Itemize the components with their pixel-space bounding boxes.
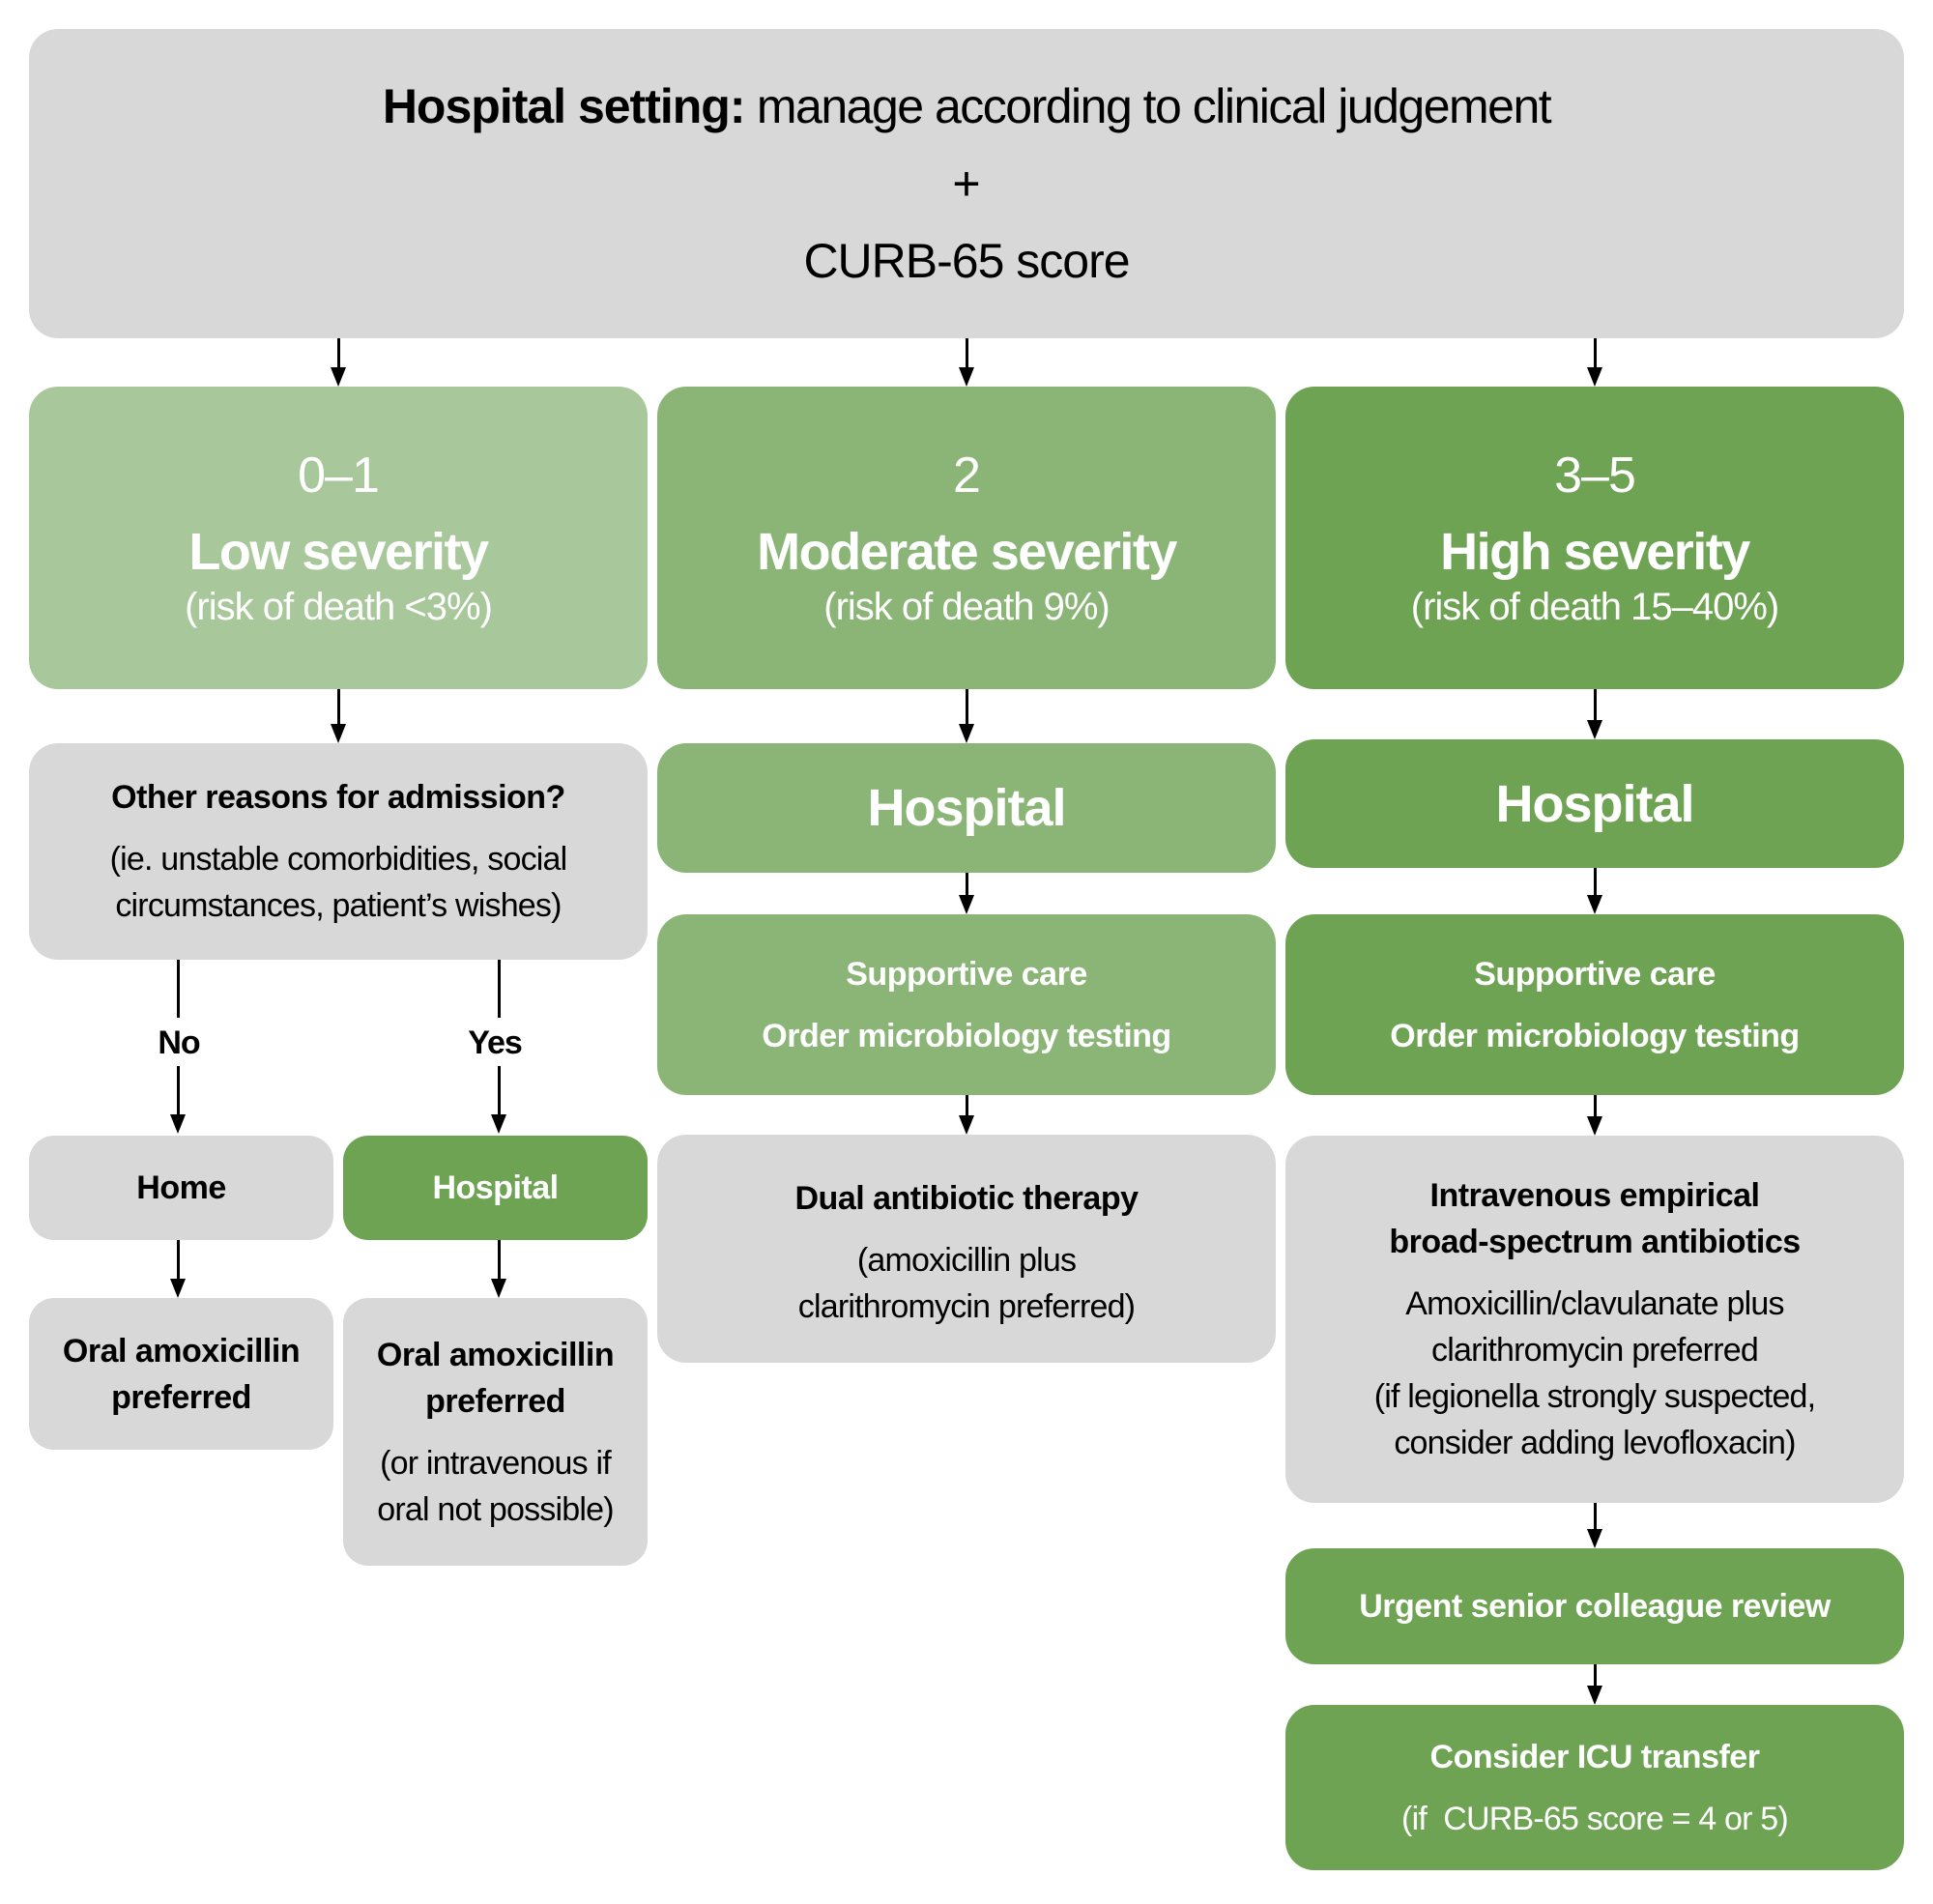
treatment-note: oral not possible) bbox=[377, 1490, 614, 1528]
risk-of-death: (risk of death 15–40%) bbox=[1410, 586, 1779, 628]
arrow-down-icon bbox=[959, 895, 974, 914]
severity-label: Moderate severity bbox=[757, 523, 1177, 581]
home-box: Home bbox=[29, 1136, 333, 1240]
therapy-title: Intravenous empirical bbox=[1429, 1177, 1760, 1214]
high-severity-box: 3–5 High severity (risk of death 15–40%) bbox=[1285, 387, 1904, 689]
arrow-down-icon bbox=[1587, 720, 1602, 739]
therapy-detail: Amoxicillin/clavulanate plus bbox=[1405, 1285, 1784, 1322]
arrow-line bbox=[498, 1240, 501, 1281]
branch-label-yes: Yes bbox=[468, 1024, 523, 1061]
moderate-severity-box: 2 Moderate severity (risk of death 9%) bbox=[657, 387, 1276, 689]
branch-label-no: No bbox=[158, 1024, 200, 1061]
admission-question-box: Other reasons for admission? (ie. unstab… bbox=[29, 743, 648, 960]
risk-of-death: (risk of death <3%) bbox=[185, 586, 493, 628]
assessment-header-box: Hospital setting: manage according to cl… bbox=[29, 29, 1904, 338]
arrow-down-icon bbox=[959, 367, 974, 387]
risk-of-death: (risk of death 9%) bbox=[823, 586, 1110, 628]
treatment-title: Oral amoxicillin bbox=[376, 1336, 615, 1373]
arrow-line-yes bbox=[498, 960, 501, 1018]
icu-transfer-detail: (if CURB-65 score = 4 or 5) bbox=[1401, 1800, 1789, 1837]
arrow-down-icon bbox=[491, 1279, 506, 1298]
low-severity-box: 0–1 Low severity (risk of death <3%) bbox=[29, 387, 648, 689]
arrow-down-icon bbox=[1587, 367, 1602, 387]
header-title-bold: Hospital setting: bbox=[382, 79, 746, 133]
arrow-line bbox=[1594, 868, 1597, 897]
senior-review-label: Urgent senior colleague review bbox=[1359, 1588, 1831, 1625]
hospital-label: Hospital bbox=[867, 779, 1066, 837]
senior-review-box: Urgent senior colleague review bbox=[1285, 1548, 1904, 1664]
arrow-line bbox=[966, 689, 968, 726]
arrow-down-icon bbox=[170, 1114, 186, 1134]
arrow-line bbox=[1594, 338, 1597, 369]
header-title-rest: manage according to clinical judgement bbox=[744, 79, 1552, 133]
home-treatment-box: Oral amoxicillin preferred bbox=[29, 1298, 333, 1450]
arrow-down-icon bbox=[170, 1279, 186, 1298]
arrow-line bbox=[1594, 1503, 1597, 1531]
header-title: Hospital setting: manage according to cl… bbox=[382, 78, 1552, 134]
curb65-label: CURB-65 score bbox=[803, 234, 1130, 288]
arrow-line bbox=[966, 1095, 968, 1117]
treatment-title: preferred bbox=[111, 1378, 251, 1416]
arrow-line-no bbox=[177, 1066, 180, 1116]
arrow-line bbox=[337, 338, 340, 369]
arrow-down-icon bbox=[1587, 895, 1602, 914]
hospital-label: Hospital bbox=[432, 1169, 559, 1206]
arrow-line bbox=[1594, 1095, 1597, 1118]
arrow-line bbox=[1594, 1664, 1597, 1688]
arrow-line-yes bbox=[498, 1066, 501, 1116]
arrow-down-icon bbox=[959, 724, 974, 743]
icu-transfer-title: Consider ICU transfer bbox=[1429, 1738, 1760, 1775]
arrow-down-icon bbox=[331, 367, 346, 387]
home-label: Home bbox=[136, 1169, 226, 1206]
therapy-detail: (if legionella strongly suspected, bbox=[1373, 1378, 1816, 1415]
score-range: 0–1 bbox=[298, 447, 380, 504]
supportive-care: Supportive care bbox=[1474, 955, 1716, 993]
dual-antibiotic-box: Dual antibiotic therapy (amoxicillin plu… bbox=[657, 1135, 1276, 1363]
moderate-supportive-care-box: Supportive care Order microbiology testi… bbox=[657, 914, 1276, 1095]
therapy-detail: consider adding levofloxacin) bbox=[1394, 1425, 1796, 1461]
admission-question-detail: circumstances, patient’s wishes) bbox=[115, 887, 562, 924]
arrow-down-icon bbox=[331, 724, 346, 743]
therapy-title: broad-spectrum antibiotics bbox=[1389, 1224, 1801, 1260]
arrow-line bbox=[966, 873, 968, 897]
treatment-title: Oral amoxicillin bbox=[62, 1332, 301, 1370]
arrow-down-icon bbox=[491, 1114, 506, 1134]
severity-label: High severity bbox=[1440, 523, 1750, 581]
arrow-line bbox=[1594, 689, 1597, 722]
arrow-down-icon bbox=[959, 1115, 974, 1135]
icu-transfer-box: Consider ICU transfer (if CURB-65 score … bbox=[1285, 1705, 1904, 1870]
iv-antibiotics-box: Intravenous empirical broad-spectrum ant… bbox=[1285, 1136, 1904, 1503]
hospital-label: Hospital bbox=[1495, 774, 1694, 833]
arrow-line bbox=[337, 689, 340, 726]
arrow-down-icon bbox=[1587, 1529, 1602, 1548]
treatment-note: (or intravenous if bbox=[380, 1444, 612, 1482]
microbiology-testing: Order microbiology testing bbox=[762, 1017, 1171, 1054]
admission-question-detail: (ie. unstable comorbidities, social bbox=[109, 841, 568, 878]
admission-question: Other reasons for admission? bbox=[111, 779, 565, 816]
supportive-care: Supportive care bbox=[846, 955, 1087, 993]
arrow-line bbox=[177, 1240, 180, 1281]
therapy-detail: clarithromycin preferred bbox=[1431, 1332, 1759, 1369]
hospital-treatment-box: Oral amoxicillin preferred (or intraveno… bbox=[343, 1298, 648, 1566]
low-hospital-box: Hospital bbox=[343, 1136, 648, 1240]
therapy-detail: (amoxicillin plus bbox=[856, 1242, 1077, 1279]
treatment-title: preferred bbox=[425, 1382, 565, 1420]
therapy-title: Dual antibiotic therapy bbox=[794, 1180, 1140, 1217]
arrow-line bbox=[966, 338, 968, 369]
microbiology-testing: Order microbiology testing bbox=[1390, 1017, 1800, 1054]
arrow-line-no bbox=[177, 960, 180, 1018]
moderate-hospital-box: Hospital bbox=[657, 743, 1276, 873]
severity-label: Low severity bbox=[188, 523, 489, 581]
high-hospital-box: Hospital bbox=[1285, 739, 1904, 868]
arrow-down-icon bbox=[1587, 1116, 1602, 1136]
arrow-down-icon bbox=[1587, 1686, 1602, 1705]
plus-sign: + bbox=[952, 157, 981, 211]
score-range: 3–5 bbox=[1554, 447, 1636, 504]
therapy-detail: clarithromycin preferred) bbox=[797, 1288, 1136, 1325]
score-range: 2 bbox=[953, 447, 981, 504]
high-supportive-care-box: Supportive care Order microbiology testi… bbox=[1285, 914, 1904, 1095]
